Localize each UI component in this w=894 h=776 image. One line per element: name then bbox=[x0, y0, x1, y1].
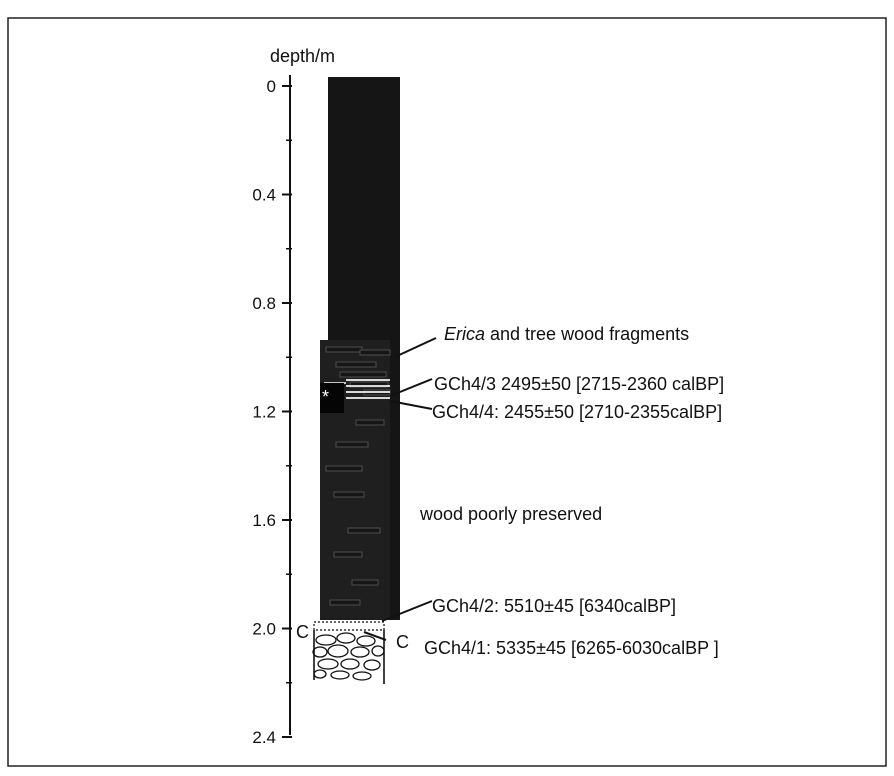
axis-tick-label: 0.4 bbox=[252, 186, 276, 205]
c-label-left: C bbox=[296, 622, 309, 642]
wood-fragment-band bbox=[333, 551, 363, 558]
wood-fragment-band bbox=[347, 527, 381, 534]
annotation-gch4-3: GCh4/3 2495±50 [2715-2360 calBP] bbox=[434, 374, 724, 394]
axis-label: depth/m bbox=[270, 46, 335, 66]
core-column: * bbox=[312, 77, 400, 684]
leader-gch4-4 bbox=[389, 400, 433, 410]
wood-fragment-band bbox=[329, 599, 361, 606]
pebble bbox=[350, 646, 370, 658]
pebble bbox=[371, 645, 385, 657]
wood-fragment-band bbox=[335, 441, 369, 448]
wood-fragment-band bbox=[333, 491, 365, 498]
annotation-wood-poor: wood poorly preserved bbox=[419, 504, 602, 524]
wood-fragment-band bbox=[359, 349, 391, 356]
pebble bbox=[352, 671, 372, 681]
pebble bbox=[336, 632, 356, 644]
annotation-gch4-2: GCh4/2: 5510±45 [6340calBP] bbox=[432, 596, 676, 616]
axis-tick-label: 1.2 bbox=[252, 403, 276, 422]
pebble bbox=[356, 635, 376, 647]
wood-fragment-band bbox=[351, 579, 379, 586]
leader-erica bbox=[396, 337, 437, 357]
annotation-gch4-1: GCh4/1: 5335±45 [6265-6030calBP ] bbox=[424, 638, 719, 658]
pebble-layer bbox=[312, 630, 385, 684]
star-marker: * bbox=[322, 387, 329, 407]
pebble bbox=[315, 634, 337, 646]
wood-fragment-band bbox=[335, 361, 377, 368]
pebble bbox=[313, 669, 327, 679]
annotation-gch4-4: GCh4/4: 2455±50 [2710-2355calBP] bbox=[432, 402, 722, 422]
leader-gch4-1 bbox=[363, 631, 387, 641]
wood-fragment-band bbox=[339, 371, 387, 378]
axis-tick-label: 2.4 bbox=[252, 728, 276, 747]
leader-gch4-3 bbox=[389, 378, 433, 397]
pebble bbox=[317, 658, 339, 670]
pebble bbox=[312, 646, 328, 658]
wood-fragment-band bbox=[325, 465, 363, 472]
pebble bbox=[327, 644, 349, 658]
axis-tick-label: 0 bbox=[267, 77, 276, 96]
wood-fragment-band bbox=[355, 419, 385, 426]
axis-tick-label: 2.0 bbox=[252, 620, 276, 639]
pebble bbox=[330, 670, 350, 680]
axis-tick-label: 0.8 bbox=[252, 294, 276, 313]
axis-tick-label: 1.6 bbox=[252, 511, 276, 530]
figure-frame bbox=[7, 17, 887, 767]
sand-layer bbox=[313, 621, 385, 631]
c-label-right: C bbox=[396, 632, 409, 652]
leader-gch4-2 bbox=[381, 600, 433, 622]
annotation-erica: Erica and tree wood fragments bbox=[444, 324, 689, 344]
sample-marker-block bbox=[320, 383, 344, 413]
leader-lines bbox=[363, 337, 437, 641]
wood-fragment-bands bbox=[324, 346, 391, 606]
pebble bbox=[363, 659, 381, 671]
axis-ticks: 0 0.4 0.8 1.2 1.6 2.0 2.4 bbox=[252, 77, 292, 747]
pebble bbox=[340, 658, 360, 670]
wood-fragment-band bbox=[325, 346, 363, 353]
